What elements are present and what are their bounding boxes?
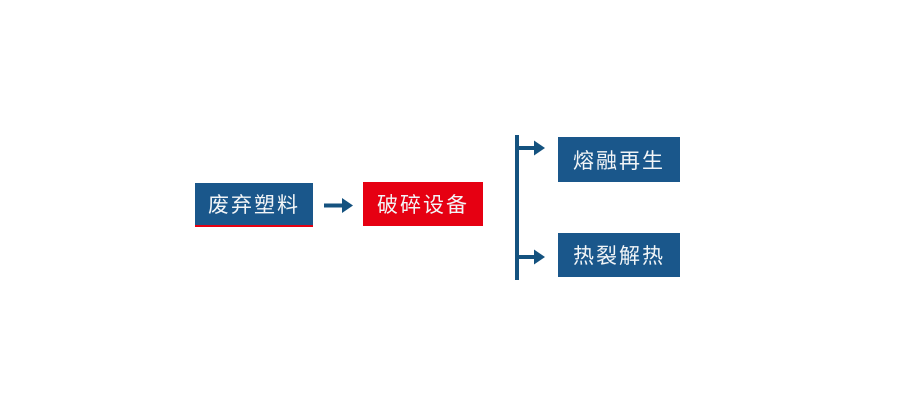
node-waste-plastic-label: 废弃塑料 <box>208 194 300 217</box>
node-melt-regeneration-label: 熔融再生 <box>573 149 665 173</box>
arrow-right-icon <box>324 198 353 213</box>
node-pyrolysis-heat-label: 热裂解热 <box>573 245 665 268</box>
branch-vertical-line <box>515 135 519 280</box>
node-waste-plastic: 废弃塑料 <box>195 183 313 227</box>
branch-arrow-bottom-icon <box>517 249 545 265</box>
node-crusher-equipment-label: 破碎设备 <box>377 194 469 217</box>
node-melt-regeneration: 熔融再生 <box>558 137 680 182</box>
node-pyrolysis-heat: 热裂解热 <box>558 233 680 277</box>
branch-arrow-top-icon <box>517 140 545 156</box>
node-crusher-equipment: 破碎设备 <box>363 182 483 226</box>
